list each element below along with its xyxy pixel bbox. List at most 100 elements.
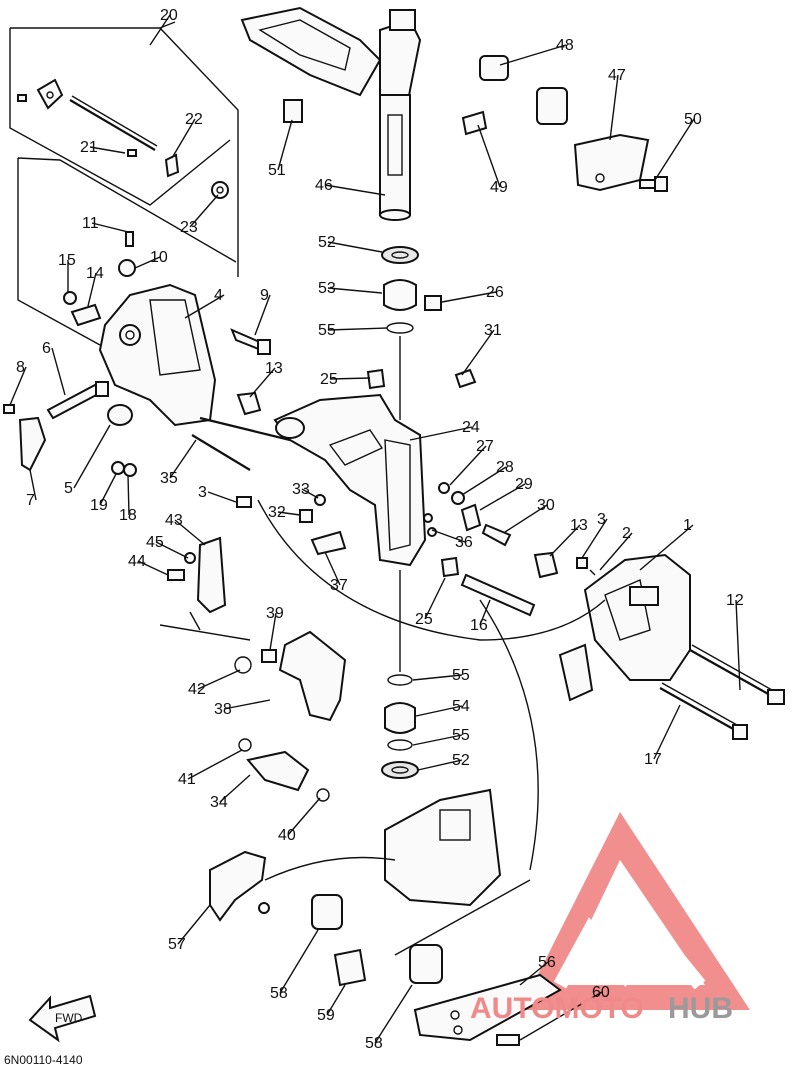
callout-c40: 40 [278,827,296,844]
nuts-14-15 [63,291,102,327]
callout-c43: 43 [165,512,183,529]
callout-c12: 12 [726,592,744,609]
callout-c34: 34 [210,794,228,811]
fwd-arrow: FWD [28,994,97,1043]
bushing-13-left [236,391,262,416]
callout-c1: 1 [683,517,692,534]
leader-line-c29 [479,483,526,511]
callout-c50: 50 [684,111,702,128]
callout-c45: 45 [146,534,164,551]
leader-line-c60 [519,991,603,1041]
leader-line-c11 [91,222,129,233]
leader-line-c57 [177,904,211,945]
callout-c35: 35 [160,470,178,487]
o-ring-55-mid [387,674,413,686]
nuts-18-19 [111,461,137,477]
o-ring-55-top [386,322,414,334]
callout-c38: 38 [214,701,232,718]
leader-line-c59 [326,984,346,1016]
leader-line-c23 [189,194,219,228]
callout-c17: 17 [644,751,662,768]
leader-line-c5 [73,424,111,489]
steering-handle-46 [240,6,422,221]
callout-c41: 41 [178,771,196,788]
callout-c18: 18 [119,507,137,524]
callout-c25b: 25 [415,611,433,628]
watermark-text-hub: HUB [668,992,733,1025]
leader-line-c42 [197,669,241,690]
clamp-bracket-1 [558,553,691,702]
parts-32-33-36-37 [299,494,437,556]
leader-line-c56 [519,961,549,986]
clip-31 [454,368,477,389]
leader-line-c30 [504,504,548,533]
leader-line-c20 [149,14,171,46]
callout-c39: 39 [266,605,284,622]
callout-c54: 54 [452,698,470,715]
leader-line-c39 [269,612,277,651]
callout-c11: 11 [82,215,99,232]
lower-mount [384,788,502,907]
leader-line-c14 [87,272,97,307]
leader-line-c36 [431,529,466,543]
callout-c3b: 3 [597,511,606,528]
callout-c47: 47 [608,67,626,84]
bushing-13-right [533,551,559,579]
grip-47 [573,133,650,192]
callout-c8: 8 [16,359,25,376]
screw-3-left [236,496,252,508]
leader-line-c27 [449,445,487,486]
callout-c2: 2 [622,525,631,542]
callout-c3a: 3 [198,484,207,501]
callout-c15: 15 [58,252,76,269]
leader-line-c24 [409,426,473,441]
leader-line-c3a [207,491,237,503]
bracket-57 [209,850,270,922]
leader-line-c13b [549,524,581,557]
guide-line-5 [159,611,251,641]
leader-line-c33 [301,488,319,499]
leader-line-c31 [461,329,495,376]
callout-c21: 21 [80,139,98,156]
leader-line-c10 [134,256,161,269]
leader-line-c32 [277,511,301,516]
guide-line-4 [394,879,531,956]
leader-line-c6 [51,347,66,396]
callout-c55a: 55 [318,322,336,339]
leader-line-c2 [599,532,633,571]
callout-labels: 1233456789101112131314151617181920212223… [9,7,744,1052]
callout-c42: 42 [188,681,206,698]
bolt-2-3 [576,557,596,576]
plate-5 [107,404,133,426]
callout-c58a: 58 [270,985,288,1002]
callout-c13b: 13 [570,517,588,534]
guide-curve-3 [264,856,396,881]
leader-line-c37 [324,551,341,586]
callout-c52a: 52 [318,234,336,251]
bolt-50 [639,176,668,192]
leader-line-c58b [374,984,413,1044]
callout-c37: 37 [330,577,348,594]
bolt-12 [689,644,785,705]
callout-c24: 24 [462,419,480,436]
leader-line-c50 [654,118,695,181]
rubber-58-left [311,894,343,930]
callout-c57: 57 [168,936,186,953]
leader-line-c44 [137,560,169,576]
guide-curve-1 [257,499,606,641]
clip-59 [333,948,367,987]
callout-c26: 26 [486,284,504,301]
leader-line-c16 [479,599,491,626]
rubber-58-right [409,944,443,984]
bushing-53 [383,279,417,311]
plate-34 [246,750,310,792]
leader-line-c8 [9,366,27,406]
leader-line-c47 [609,74,619,141]
clip-26 [424,295,442,311]
callout-c10: 10 [150,249,168,266]
callout-c29: 29 [515,476,533,493]
leader-line-c21 [89,146,126,154]
bolts-25 [366,368,460,578]
callout-c22: 22 [185,111,203,128]
